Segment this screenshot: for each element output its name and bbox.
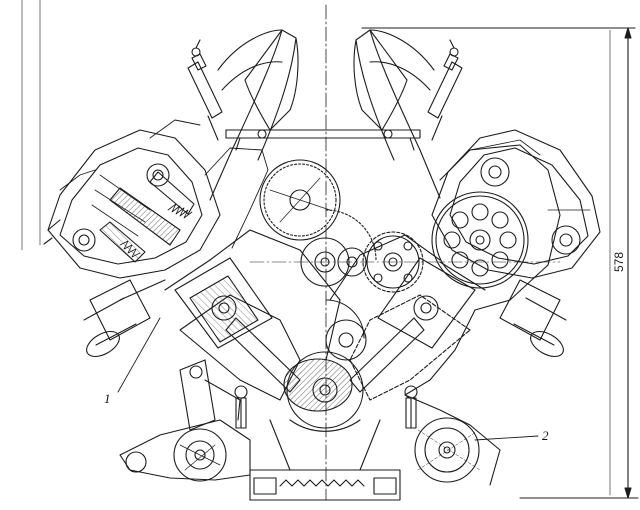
dimension-label: 578: [612, 252, 626, 272]
cam-gear-large: [431, 191, 529, 289]
crank-gear-left: [300, 237, 350, 287]
injector-right: [427, 39, 463, 141]
injector-left: [187, 39, 223, 141]
intake-runner-left: [209, 29, 299, 201]
throttle-linkage: [225, 129, 421, 151]
alternator-pulley: [414, 417, 481, 483]
cylinder-head-right: [431, 129, 601, 279]
callout-leader-1: [117, 317, 161, 393]
dimension-line: [21, 0, 639, 499]
exhaust-right: [499, 279, 567, 358]
crankshaft: [269, 351, 381, 471]
idler-gear: [362, 231, 424, 293]
callout-label-1: 1: [104, 391, 111, 406]
exhaust-left: [83, 279, 166, 358]
piston-right: [349, 257, 476, 393]
callout-label-2: 2: [542, 428, 549, 443]
oil-sump: [249, 469, 401, 501]
valve-springs-left: [119, 203, 193, 258]
mounting-bolts: [234, 385, 418, 429]
timing-cover-right: [404, 144, 561, 486]
timing-cover-left: [59, 119, 269, 249]
cam-gear-left-upper: [259, 159, 341, 241]
gear-sector-center: [325, 209, 377, 361]
oil-pump-bracket: [119, 359, 251, 482]
cylinder-head-left: [43, 129, 221, 279]
callout-leader-2: [474, 435, 539, 441]
piston-left: [174, 257, 301, 393]
intake-runner-right: [353, 29, 441, 199]
